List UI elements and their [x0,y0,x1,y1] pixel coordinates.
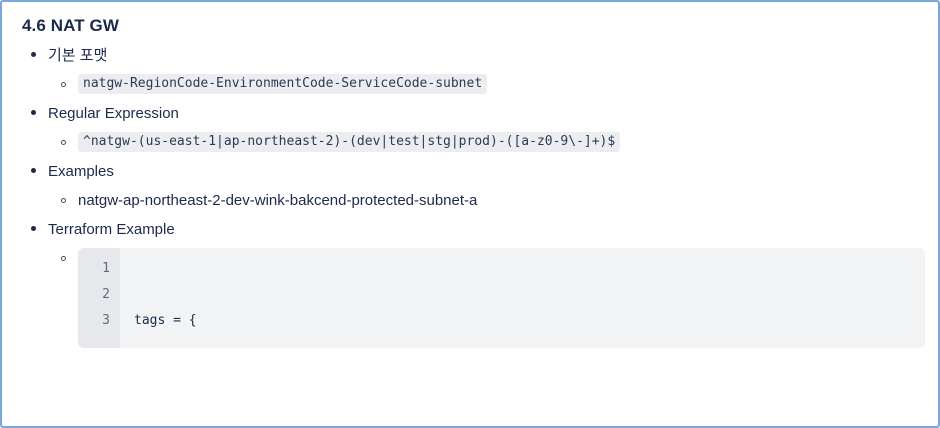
list-item: 1 2 3 tags = { Name = "natgw-${var.regio… [48,248,938,349]
sub-list: ^natgw-(us-east-1|ap-northeast-2)-(dev|t… [48,132,938,154]
bullet-icon [31,226,36,232]
section-label-basic-format: 기본 포맷 [48,47,108,65]
page-title: 4.6 NAT GW [22,16,120,35]
outline-list: 기본 포맷 natgw-RegionCode-EnvironmentCode-S… [2,44,938,349]
section-label-regular-expression: Regular Expression [48,105,179,123]
bullet-icon [31,168,36,174]
inline-code-regular-expression: ^natgw-(us-east-1|ap-northeast-2)-(dev|t… [78,132,621,153]
circle-bullet-icon [61,256,66,262]
sub-list: natgw-RegionCode-EnvironmentCode-Service… [48,74,938,96]
sub-list: natgw-ap-northeast-2-dev-wink-bakcend-pr… [48,190,938,212]
code-line: tags = { [134,313,197,329]
code-line-number: 3 [102,313,110,329]
code-line-number: 1 [102,261,110,277]
section-label-examples: Examples [48,163,114,181]
list-item: ^natgw-(us-east-1|ap-northeast-2)-(dev|t… [48,132,938,154]
inline-code-basic-format: natgw-RegionCode-EnvironmentCode-Service… [78,74,488,95]
list-item: Examples natgw-ap-northeast-2-dev-wink-b… [2,160,938,212]
sub-list: 1 2 3 tags = { Name = "natgw-${var.regio… [48,248,938,349]
section-label-terraform-example: Terraform Example [48,221,175,239]
code-line-number: 2 [102,287,110,303]
code-block[interactable]: 1 2 3 tags = { Name = "natgw-${var.regio… [78,248,925,349]
bullet-icon [31,110,36,116]
bullet-icon [31,52,36,58]
code-content[interactable]: tags = { Name = "natgw-${var.region_id}-… [120,248,925,348]
circle-bullet-icon [61,140,66,146]
circle-bullet-icon [61,198,66,204]
list-item: natgw-RegionCode-EnvironmentCode-Service… [48,74,938,96]
list-item: Regular Expression ^natgw-(us-east-1|ap-… [2,102,938,154]
circle-bullet-icon [61,82,66,88]
list-item: natgw-ap-northeast-2-dev-wink-bakcend-pr… [48,190,938,212]
list-item: 기본 포맷 natgw-RegionCode-EnvironmentCode-S… [2,44,938,96]
example-value: natgw-ap-northeast-2-dev-wink-bakcend-pr… [78,192,478,210]
code-line-number-gutter: 1 2 3 [78,248,120,349]
list-item: Terraform Example 1 2 3 tags = { [2,218,938,349]
